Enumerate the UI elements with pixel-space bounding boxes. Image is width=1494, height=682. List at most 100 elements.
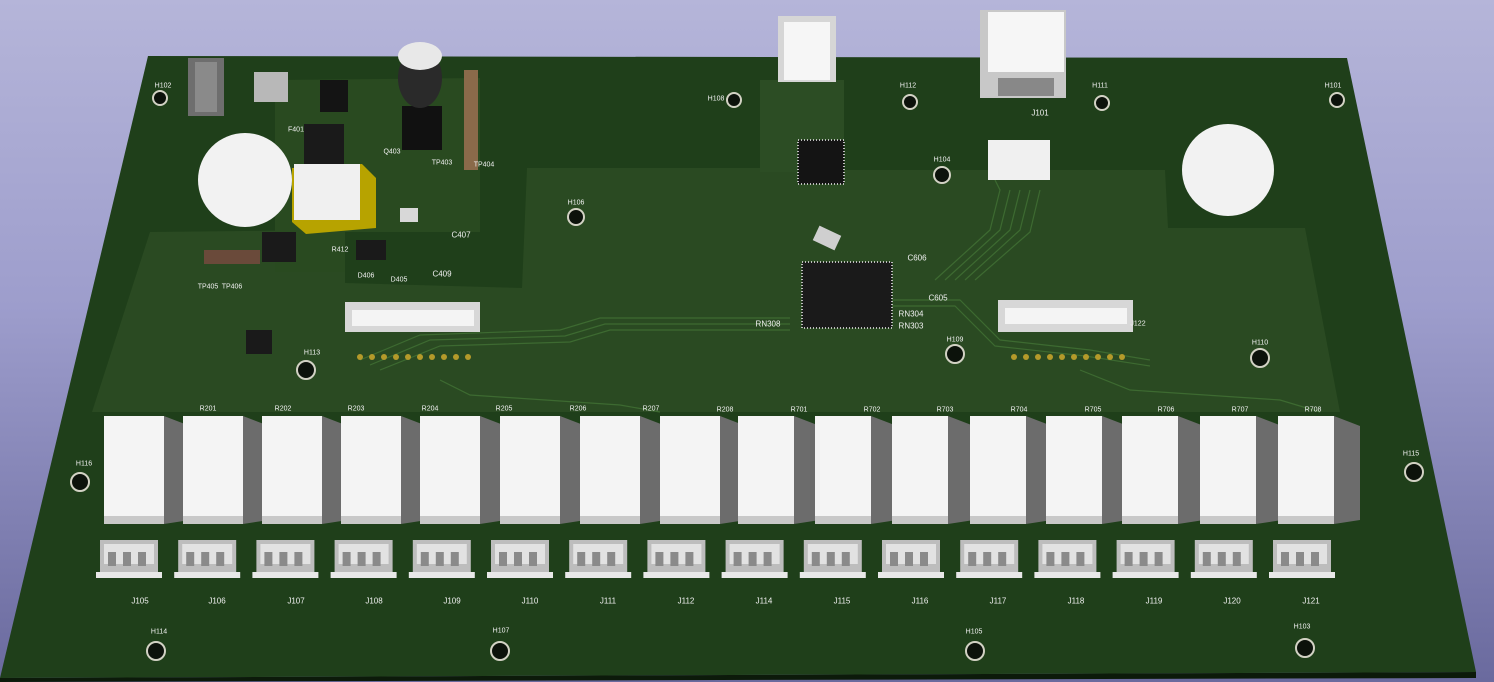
terminal-connector bbox=[1112, 540, 1179, 578]
label-rn303: RN303 bbox=[898, 321, 924, 331]
relay-row bbox=[104, 416, 1360, 524]
label-j122: J122 bbox=[1130, 320, 1146, 328]
label-tp404: TP404 bbox=[473, 161, 495, 169]
label-h101: H101 bbox=[1324, 82, 1342, 90]
traces bbox=[359, 179, 1321, 413]
label-j111: J111 bbox=[599, 596, 617, 606]
terminal-connector bbox=[1034, 540, 1101, 578]
label-j108: J108 bbox=[365, 596, 383, 606]
relay bbox=[970, 416, 1052, 524]
terminal-connector bbox=[174, 540, 241, 578]
label-j116: J116 bbox=[911, 596, 929, 606]
relay bbox=[183, 416, 269, 524]
label-h102: H102 bbox=[154, 82, 172, 90]
terminal-connector bbox=[487, 540, 553, 578]
label-d405: D405 bbox=[390, 276, 408, 284]
relay bbox=[892, 416, 974, 524]
relay bbox=[738, 416, 820, 524]
label-rn304: RN304 bbox=[898, 309, 924, 319]
label-f401: F401 bbox=[288, 126, 304, 134]
label-h107: H107 bbox=[492, 627, 510, 635]
label-j119: J119 bbox=[1145, 596, 1163, 606]
label-r204: R204 bbox=[421, 405, 439, 413]
label-h104: H104 bbox=[933, 156, 951, 164]
label-q403: Q403 bbox=[383, 148, 401, 156]
terminal-connector bbox=[408, 540, 475, 578]
label-h109: H109 bbox=[946, 336, 964, 344]
label-h111: H111 bbox=[1092, 82, 1108, 90]
terminal-connector bbox=[1269, 540, 1335, 578]
label-tp406: TP406 bbox=[221, 283, 243, 291]
terminal-connector bbox=[252, 540, 319, 578]
connector-j101-block bbox=[988, 140, 1050, 180]
label-r704: R704 bbox=[1010, 406, 1028, 414]
label-j110: J110 bbox=[521, 596, 539, 606]
label-r203: R203 bbox=[347, 405, 365, 413]
crystal bbox=[812, 225, 842, 251]
label-r412: R412 bbox=[331, 246, 349, 254]
label-h115: H115 bbox=[1402, 450, 1420, 458]
label-d406: D406 bbox=[357, 272, 375, 280]
relay bbox=[500, 416, 586, 524]
terminal-connector bbox=[1190, 540, 1257, 578]
label-r207: R207 bbox=[642, 405, 660, 413]
label-r201: R201 bbox=[199, 405, 217, 413]
terminal-connector bbox=[643, 540, 710, 578]
label-h106: H106 bbox=[567, 199, 585, 207]
mounting-holes bbox=[70, 90, 1424, 661]
terminal-connector bbox=[878, 540, 944, 578]
label-h116: H116 bbox=[75, 460, 93, 468]
label-r701: R701 bbox=[790, 406, 808, 414]
label-j105: J105 bbox=[131, 596, 149, 606]
terminal-connector bbox=[96, 540, 162, 578]
label-h110: H110 bbox=[1251, 339, 1269, 347]
relay bbox=[1122, 416, 1204, 524]
label-j121: J121 bbox=[1302, 596, 1320, 606]
label-rn308: RN308 bbox=[755, 319, 781, 329]
terminal-connector bbox=[330, 540, 397, 578]
label-r206: R206 bbox=[569, 405, 587, 413]
relay bbox=[104, 416, 190, 524]
usb-ic bbox=[797, 139, 845, 185]
label-h103: H103 bbox=[1293, 623, 1311, 631]
relay bbox=[1046, 416, 1128, 524]
power-components bbox=[188, 42, 478, 354]
relay bbox=[341, 416, 427, 524]
cutout-left bbox=[198, 133, 292, 227]
relay bbox=[262, 416, 348, 524]
label-r202: R202 bbox=[274, 405, 292, 413]
pin-row-right bbox=[1011, 354, 1125, 360]
label-r708: R708 bbox=[1304, 406, 1322, 414]
label-j117: J117 bbox=[989, 596, 1007, 606]
terminal-connector bbox=[799, 540, 866, 578]
label-r208: R208 bbox=[716, 406, 734, 414]
terminal-connector bbox=[565, 540, 632, 578]
label-c606: C606 bbox=[907, 253, 927, 263]
label-r706: R706 bbox=[1157, 406, 1175, 414]
relay bbox=[815, 416, 897, 524]
label-tp403: TP403 bbox=[431, 159, 453, 167]
pin-row-left bbox=[357, 354, 471, 360]
board-edge bbox=[0, 672, 1476, 682]
relay bbox=[1200, 416, 1282, 524]
usb-connector bbox=[778, 16, 836, 82]
label-j107: J107 bbox=[287, 596, 305, 606]
label-r703: R703 bbox=[936, 406, 954, 414]
relay bbox=[1278, 416, 1360, 524]
mcu-chip bbox=[801, 261, 893, 329]
label-j120: J120 bbox=[1223, 596, 1241, 606]
terminal-connector bbox=[721, 540, 788, 578]
label-c605: C605 bbox=[928, 293, 948, 303]
label-j109: J109 bbox=[443, 596, 461, 606]
label-h113: H113 bbox=[303, 349, 321, 357]
jst-header-right bbox=[998, 300, 1133, 332]
terminal-connector bbox=[956, 540, 1023, 578]
label-j114: J114 bbox=[755, 596, 773, 606]
label-r702: R702 bbox=[863, 406, 881, 414]
relay bbox=[420, 416, 506, 524]
label-r205: R205 bbox=[495, 405, 513, 413]
label-tp405: TP405 bbox=[197, 283, 219, 291]
label-r707: R707 bbox=[1231, 406, 1249, 414]
relay bbox=[660, 416, 746, 524]
